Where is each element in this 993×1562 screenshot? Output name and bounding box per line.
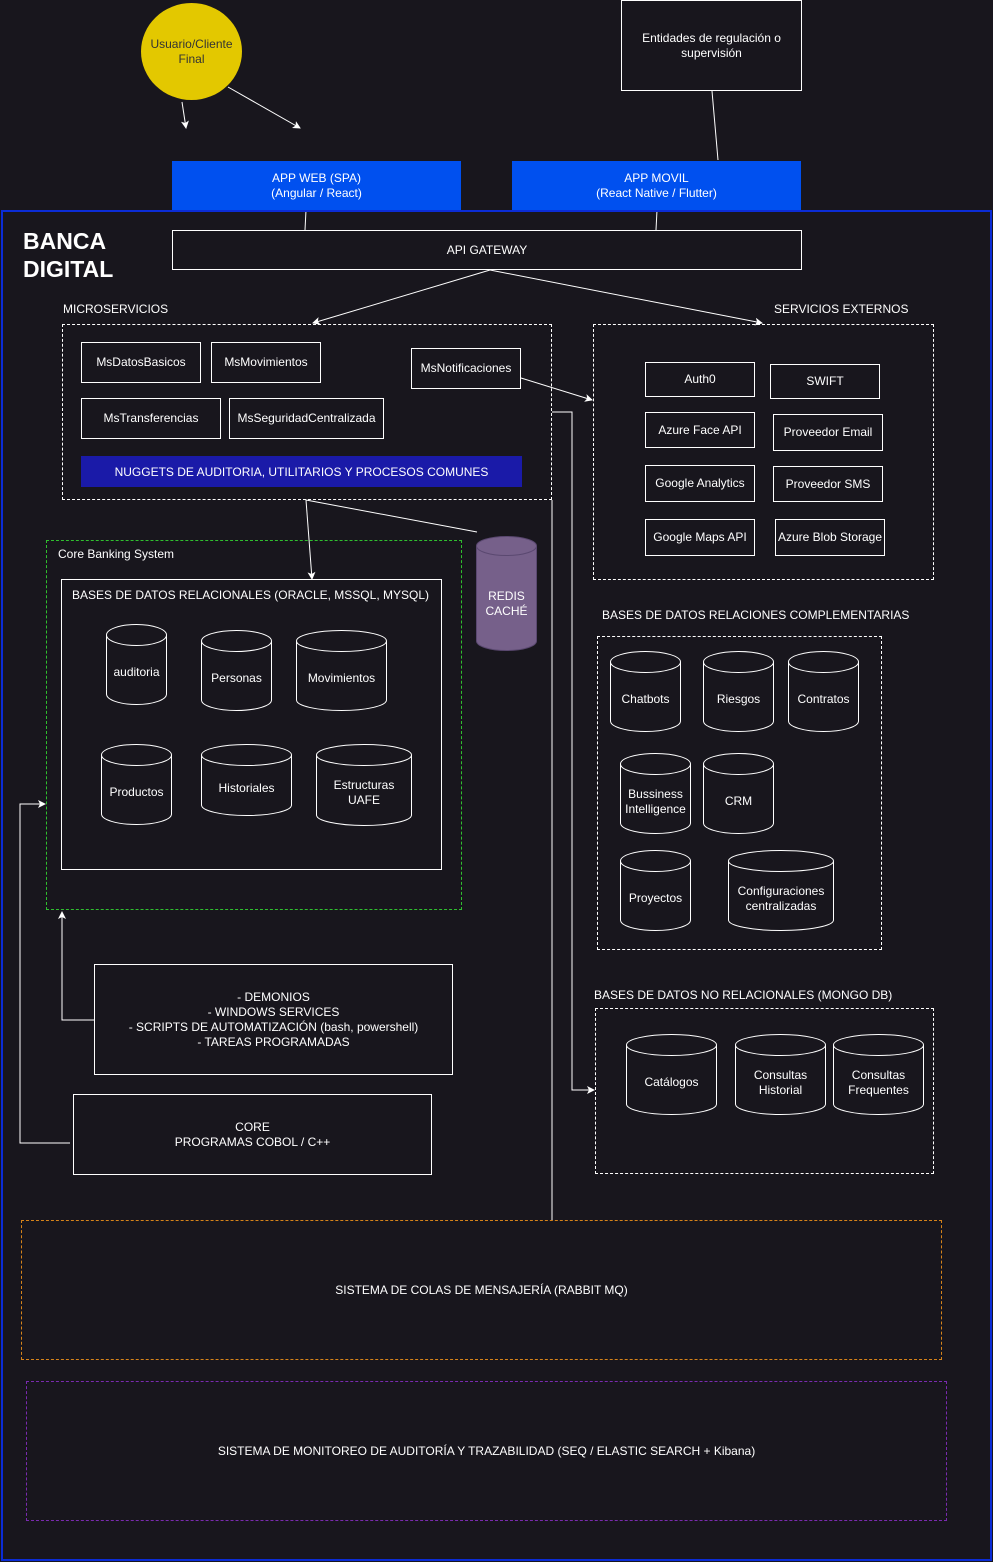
user-label: Usuario/Cliente Final (150, 36, 233, 66)
db-configuraciones-centralizadas-cylinder: Configuraciones centralizadas (728, 850, 834, 931)
ms-movimientos: MsMovimientos (211, 342, 321, 383)
db-proyectos-shape (620, 850, 691, 931)
relational-db-container (61, 579, 442, 870)
db-riesgos-shape (703, 651, 774, 732)
ms-transferencias: MsTransferencias (81, 398, 221, 439)
db-consultas-historial-label: Consultas Historial (753, 1067, 808, 1097)
ms-seguridad-centralizada: MsSeguridadCentralizada (229, 398, 384, 439)
db-productos-label: Productos (109, 785, 164, 799)
db-personas-shape (201, 630, 272, 711)
no-relacionales-container (595, 1008, 934, 1174)
ext-swift: SWIFT (770, 364, 880, 399)
db-contratos-cylinder: Contratos (788, 651, 859, 732)
redis-cylinder-shape (476, 536, 537, 651)
monitoreo-label: SISTEMA DE MONITOREO DE AUDITORÍA Y TRAZ… (217, 1444, 756, 1458)
db-personas-cylinder: Personas (201, 630, 272, 711)
db-riesgos-cylinder: Riesgos (703, 651, 774, 732)
db-configuraciones-centralizadas-label: Configuraciones centralizadas (737, 883, 825, 913)
db-catalogos-cylinder: Catálogos (626, 1034, 717, 1115)
redis-cache-cylinder: REDIS CACHÉ (476, 536, 537, 651)
db-estructuras-uafe-label: Estructuras UAFE (333, 778, 395, 807)
db-contratos-shape (788, 651, 859, 732)
db-historiales-label: Historiales (218, 780, 275, 795)
db-estructuras-uafe-shape (316, 744, 412, 826)
db-historiales-shape (201, 744, 292, 816)
db-movimientos-shape (296, 630, 387, 711)
db-chatbots-shape (610, 651, 681, 732)
db-bussiness-intelligence-cylinder: Bussiness Intelligence (620, 753, 691, 834)
db-historiales-cylinder: Historiales (201, 744, 292, 816)
nuggets-bar: NUGGETS DE AUDITORIA, UTILITARIOS Y PROC… (81, 456, 522, 487)
monitoreo-container: SISTEMA DE MONITOREO DE AUDITORÍA Y TRAZ… (26, 1381, 947, 1521)
db-crm-cylinder: CRM (703, 753, 774, 834)
servicios-externos-title: SERVICIOS EXTERNOS (774, 302, 909, 316)
db-proyectos-label: Proyectos (628, 891, 683, 905)
db-proyectos-cylinder: Proyectos (620, 850, 691, 931)
db-chatbots-cylinder: Chatbots (610, 651, 681, 732)
microservicios-title: MICROSERVICIOS (63, 302, 169, 316)
ext-azure-blob-storage: Azure Blob Storage (775, 519, 885, 556)
app-web-box: APP WEB (SPA) (Angular / React) (172, 161, 461, 210)
ext-auth0: Auth0 (645, 362, 755, 397)
db-movimientos-cylinder: Movimientos (296, 630, 387, 711)
complementarias-container (597, 636, 882, 950)
regulators-box: Entidades de regulación o supervisión (621, 0, 802, 91)
servicios-externos-container (593, 324, 934, 580)
db-chatbots-label: Chatbots (621, 692, 670, 706)
core-box: CORE PROGRAMAS COBOL / C++ (73, 1094, 432, 1175)
db-bussiness-intelligence-label: Bussiness Intelligence (625, 786, 686, 816)
ms-datos-basicos: MsDatosBasicos (81, 342, 201, 383)
rabbit-mq-label: SISTEMA DE COLAS DE MENSAJERÍA (RABBIT M… (335, 1283, 628, 1297)
redis-label: REDIS CACHÉ (485, 588, 528, 618)
db-productos-shape (101, 744, 172, 825)
ext-proveedor-sms: Proveedor SMS (773, 466, 883, 502)
db-consultas-historial-shape (735, 1034, 826, 1115)
db-consultas-frequentes-shape (833, 1034, 924, 1115)
microservicios-container (62, 324, 552, 500)
ext-azure-face-api: Azure Face API (645, 412, 755, 448)
db-catalogos-label: Catálogos (644, 1075, 699, 1089)
core-banking-title: Core Banking System (58, 547, 175, 561)
db-consultas-frequentes-label: Consultas Frequentes (848, 1067, 909, 1097)
db-configuraciones-centralizadas-shape (728, 850, 834, 931)
db-crm-shape (703, 753, 774, 834)
db-personas-label: Personas (211, 671, 262, 685)
db-catalogos-shape (626, 1034, 717, 1115)
ext-proveedor-email: Proveedor Email (773, 414, 883, 451)
ms-notificaciones: MsNotificaciones (411, 348, 521, 389)
complementarias-title: BASES DE DATOS RELACIONES COMPLEMENTARIA… (602, 608, 910, 622)
relational-db-title: BASES DE DATOS RELACIONALES (ORACLE, MSS… (72, 588, 429, 602)
db-consultas-frequentes-cylinder: Consultas Frequentes (833, 1034, 924, 1115)
ext-google-maps-api: Google Maps API (645, 519, 755, 556)
user-node: Usuario/Cliente Final (141, 3, 242, 100)
db-auditoria-shape (106, 624, 167, 705)
api-gateway-box: API GATEWAY (172, 230, 802, 270)
banca-digital-title: BANCA DIGITAL (23, 228, 114, 282)
rabbit-mq-container: SISTEMA DE COLAS DE MENSAJERÍA (RABBIT M… (21, 1220, 942, 1360)
db-auditoria-label: auditoria (113, 665, 160, 679)
ext-google-analytics: Google Analytics (645, 465, 755, 502)
db-auditoria-cylinder: auditoria (106, 624, 167, 705)
db-crm-label: CRM (724, 794, 753, 808)
db-riesgos-label: Riesgos (716, 692, 761, 706)
db-consultas-historial-cylinder: Consultas Historial (735, 1034, 826, 1115)
no-relacionales-title: BASES DE DATOS NO RELACIONALES (MONGO DB… (594, 988, 893, 1002)
db-productos-cylinder: Productos (101, 744, 172, 825)
db-contratos-label: Contratos (797, 692, 850, 706)
banca-digital-container (1, 210, 992, 1561)
db-movimientos-label: Movimientos (307, 671, 376, 685)
db-estructuras-uafe-cylinder: Estructuras UAFE (316, 744, 412, 826)
db-bussiness-intelligence-shape (620, 753, 691, 834)
app-movil-box: APP MOVIL (React Native / Flutter) (512, 161, 801, 210)
core-banking-container (46, 540, 462, 910)
demonios-box: - DEMONIOS - WINDOWS SERVICES - SCRIPTS … (94, 964, 453, 1075)
